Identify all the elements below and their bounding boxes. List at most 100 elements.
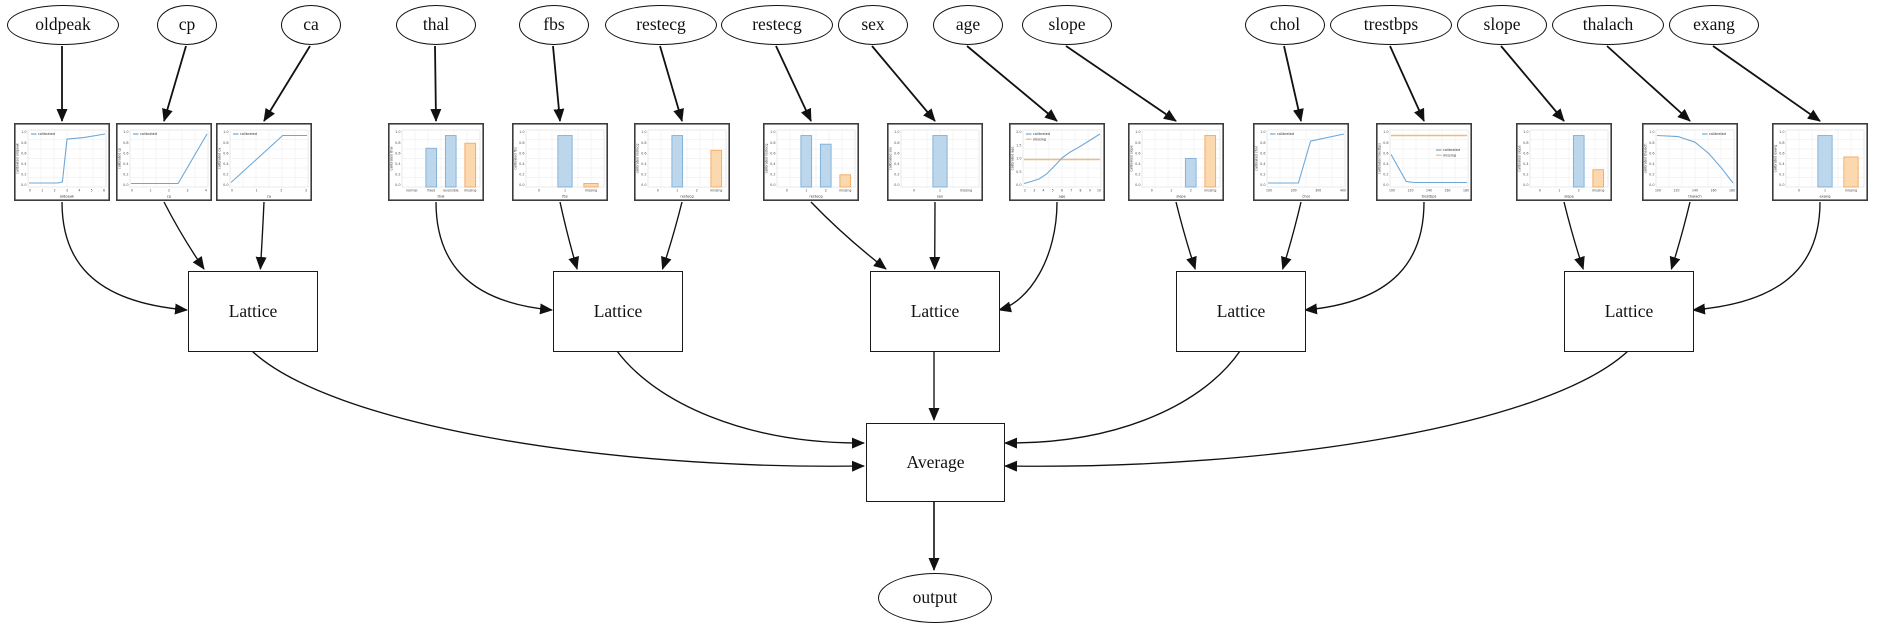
edge-input-to-calibrator-2 (162, 45, 187, 122)
x-tick-label: 0 (1798, 189, 1800, 193)
grid-lines (130, 130, 208, 187)
calibrated-line (1390, 154, 1467, 184)
x-tick-label: missing (1204, 189, 1216, 193)
x-tick-label: 6 (103, 189, 105, 193)
y-tick-label: 0.6 (770, 151, 775, 155)
edge-calibrator-1-to-lattice-1 (61, 201, 188, 315)
x-tick-label: 5 (1052, 189, 1054, 193)
y-tick-label: 0.8 (1383, 141, 1388, 145)
y-tick-label: 0.8 (1523, 141, 1528, 145)
y-tick-label: 1.0 (1779, 130, 1784, 134)
y-tick-label: 1.0 (1523, 130, 1528, 134)
y-tick-label: 1.0 (395, 130, 400, 134)
lattice-node-label: Lattice (1216, 300, 1266, 321)
input-node-thal-4: thal (396, 5, 476, 45)
y-axis-label: calibrated slope (1518, 145, 1522, 171)
x-tick-label: 1 (256, 189, 258, 193)
y-tick-label: 0.2 (223, 173, 228, 177)
input-node-label: trestbps (1363, 14, 1419, 35)
x-axis-label: slope (1176, 195, 1186, 199)
edge-input-to-calibrator-5 (552, 45, 565, 122)
x-tick-label: 1 (1824, 189, 1826, 193)
calibrated-bar (1184, 158, 1197, 188)
input-node-label: restecg (752, 14, 802, 35)
calibrated-line (1656, 134, 1734, 184)
y-axis-label: calibrated cp (118, 148, 122, 170)
x-axis-label: oldpeak (60, 195, 75, 199)
x-axis-label: thalach (1688, 195, 1701, 199)
x-axis-label: fbs (562, 195, 568, 199)
x-tick-label: 1 (1170, 189, 1172, 193)
y-tick-label: 0.8 (223, 141, 228, 145)
x-tick-label: 0 (29, 189, 31, 193)
x-tick-label: 0 (131, 189, 133, 193)
y-tick-label: 0.8 (641, 141, 646, 145)
input-node-age-9: age (933, 5, 1003, 45)
y-tick-label: 1.0 (519, 130, 524, 134)
edge-calibrator-3-to-lattice-1 (255, 201, 267, 270)
legend-label: calibrated (140, 132, 157, 136)
lattice-node-label: Lattice (1604, 300, 1654, 321)
y-tick-label: 0.0 (1523, 183, 1528, 187)
y-tick-label: 0.6 (519, 151, 524, 155)
calibrated-bar (1817, 135, 1833, 188)
x-tick-label: 7 (1070, 189, 1072, 193)
x-tick-label: 1 (1558, 189, 1560, 193)
legend-label: missing (1033, 137, 1046, 141)
x-tick-label: 100 (1266, 189, 1272, 193)
y-tick-label: 2.0 (1016, 130, 1021, 134)
input-node-restecg-6: restecg (605, 5, 717, 45)
legend-label: calibrated (1709, 132, 1726, 136)
missing-bar (710, 149, 723, 188)
x-tick-label: 400 (1340, 189, 1346, 193)
edge-input-to-calibrator-10 (1065, 45, 1177, 122)
y-tick-label: 1.0 (770, 130, 775, 134)
missing-bar (583, 183, 599, 188)
y-tick-label: 0.0 (1649, 183, 1654, 187)
x-axis-label: trestbps (1422, 195, 1437, 199)
edge-calibrator-11-to-lattice-4 (1281, 201, 1302, 270)
x-axis-label: slope (1564, 195, 1574, 199)
x-tick-label: 100 (1389, 189, 1395, 193)
y-tick-label: 0.2 (1135, 173, 1140, 177)
x-tick-label: 3 (305, 189, 307, 193)
x-tick-label: 0 (1151, 189, 1153, 193)
x-axis-label: cp (167, 195, 172, 199)
y-tick-label: 0.5 (1016, 170, 1021, 174)
input-node-label: cp (178, 14, 196, 35)
input-node-label: oldpeak (35, 14, 91, 35)
x-tick-label: 120 (1674, 189, 1680, 193)
y-tick-label: 0.2 (1649, 173, 1654, 177)
calibrated-bar (800, 135, 813, 188)
y-tick-label: 1.0 (223, 130, 228, 134)
input-node-slope-13: slope (1456, 5, 1548, 45)
edge-input-to-calibrator-7 (775, 45, 812, 122)
y-tick-label: 0.8 (1260, 141, 1265, 145)
lattice-node-5: Lattice (1564, 271, 1694, 352)
y-tick-label: 0.4 (1649, 162, 1654, 166)
y-tick-label: 1.0 (123, 130, 128, 134)
edge-input-to-calibrator-6 (659, 45, 684, 122)
grid-lines (1656, 130, 1734, 187)
calibrated-line (29, 133, 106, 184)
edge-input-to-calibrator-4 (430, 45, 442, 122)
x-tick-label: 1 (150, 189, 152, 193)
x-tick-label: 1 (939, 189, 941, 193)
edge-calibrator-10-to-lattice-4 (1175, 201, 1197, 270)
y-axis-label: calibrated ca (218, 148, 222, 169)
y-axis-label: calibrated sex (889, 147, 893, 170)
x-tick-label: 5 (91, 189, 93, 193)
x-tick-label: 2 (280, 189, 282, 193)
y-axis-label: calibrated thal (390, 146, 394, 170)
x-tick-label: 200 (1291, 189, 1297, 193)
y-tick-label: 0.6 (1523, 151, 1528, 155)
x-tick-label: 0 (657, 189, 659, 193)
input-node-label: fbs (543, 14, 565, 35)
input-node-chol-11: chol (1245, 5, 1325, 45)
y-tick-label: 0.8 (770, 141, 775, 145)
